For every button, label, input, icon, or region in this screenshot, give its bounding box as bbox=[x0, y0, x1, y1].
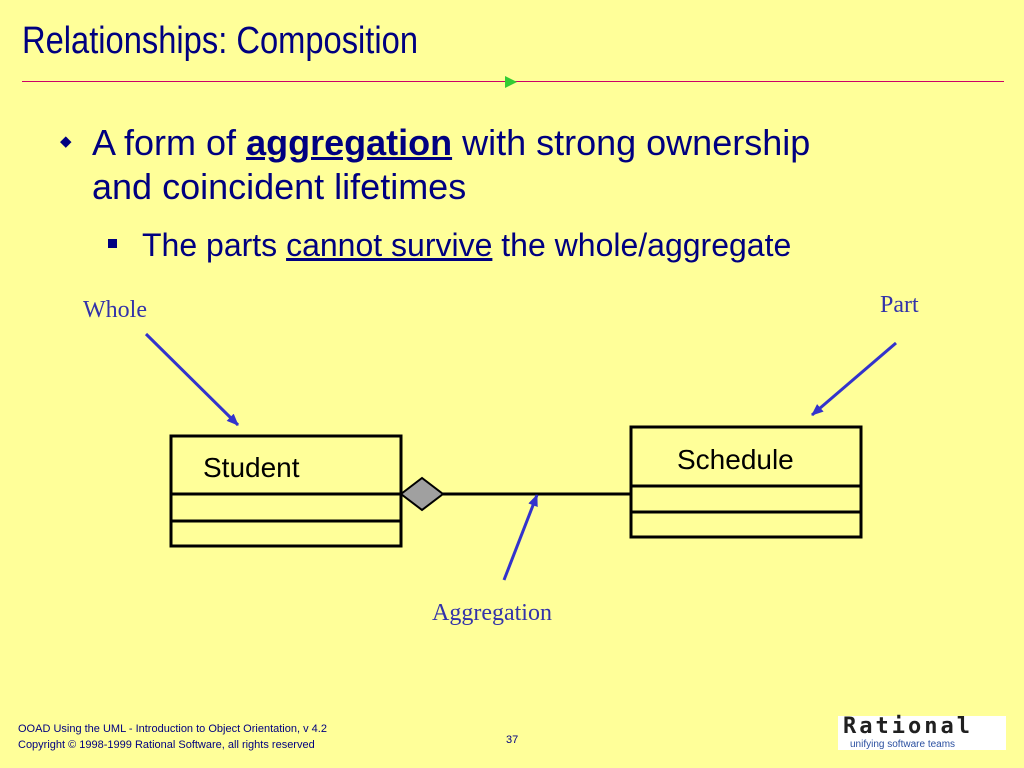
bullet1-text: A form of aggregation with strong owners… bbox=[92, 121, 832, 209]
logo-wordmark: Rational bbox=[843, 714, 973, 739]
aggregation-arrow bbox=[502, 494, 539, 581]
title-marker-icon bbox=[505, 76, 517, 88]
bullet2-post: the whole/aggregate bbox=[492, 227, 792, 263]
aggregation-label: Aggregation bbox=[432, 600, 552, 626]
bullet1-emphasis: aggregation bbox=[246, 122, 453, 163]
bullet-diamond-icon: ◆ bbox=[60, 133, 72, 150]
student-class-box bbox=[169, 434, 403, 548]
bullet2-pre: The parts bbox=[142, 227, 287, 263]
part-arrow bbox=[811, 341, 897, 417]
footer-copyright: Copyright © 1998-1999 Rational Software,… bbox=[18, 739, 315, 751]
logo-tagline: unifying software teams bbox=[850, 739, 956, 750]
rational-logo bbox=[838, 716, 1006, 750]
slide-title: Relationships: Composition bbox=[22, 20, 418, 62]
whole-arrow bbox=[144, 332, 240, 427]
schedule-class-box bbox=[629, 425, 863, 539]
bullet2-emphasis: cannot survive bbox=[286, 227, 493, 263]
student-class-name: Student bbox=[203, 452, 300, 483]
page-number: 37 bbox=[506, 734, 519, 746]
bullet1-post: with strong ownership and coincident lif… bbox=[92, 122, 811, 207]
bullet-square-icon bbox=[108, 239, 117, 248]
part-label: Part bbox=[880, 292, 919, 318]
bullet2-text: The parts cannot survive the whole/aggre… bbox=[142, 227, 791, 264]
footer-course-title: OOAD Using the UML - Introduction to Obj… bbox=[18, 723, 327, 735]
schedule-class-name: Schedule bbox=[677, 444, 794, 475]
bullet1-pre: A form of bbox=[92, 122, 247, 163]
whole-label: Whole bbox=[83, 297, 147, 323]
composition-diamond-icon bbox=[399, 476, 445, 512]
